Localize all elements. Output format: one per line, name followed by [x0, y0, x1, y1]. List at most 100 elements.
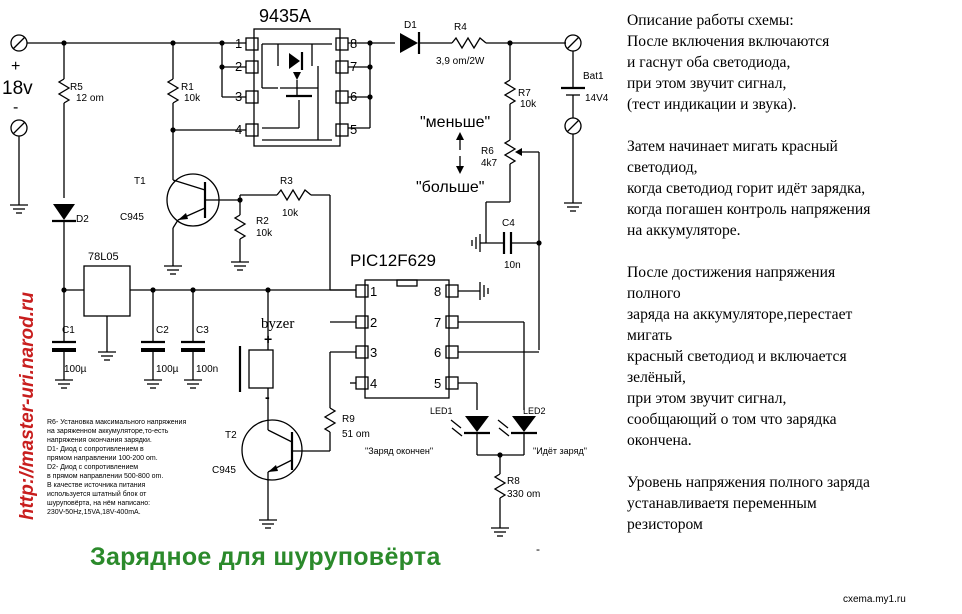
- supply-voltage-label: 18v: [2, 78, 33, 99]
- regulator-78l05: 78L05: [61, 251, 356, 361]
- c3-ref: C3: [196, 325, 209, 336]
- mcu-pin-3: 3: [370, 345, 377, 360]
- r5-ref: R5: [70, 82, 83, 93]
- mosfet-ic-9435a: 9435A 1 2 3 4 8 7 6 5: [219, 6, 395, 147]
- note-line: D2- Диод с сопротивлением: [47, 464, 138, 471]
- description-line: резистором: [627, 516, 703, 533]
- mcu-pin-1: 1: [370, 284, 377, 299]
- mosfet-pin-4: 4: [235, 122, 242, 137]
- r7-value: 10k: [520, 99, 537, 110]
- description-line: и гаснут оба светодиода,: [627, 54, 791, 71]
- r3-ref: R3: [280, 176, 293, 187]
- note-line: используется штатный блок от: [47, 490, 147, 498]
- more-label: "больше": [416, 179, 484, 196]
- description-paragraph: После достижения напряжения полного заря…: [627, 262, 957, 451]
- description-line: полного: [627, 285, 681, 302]
- description-line: окончена.: [627, 432, 692, 449]
- r1-ref: R1: [181, 82, 194, 93]
- c1-ref: C1: [62, 325, 75, 336]
- supply-plus-sign: +: [11, 58, 20, 75]
- capacitor-c3: C3 100n: [181, 290, 218, 389]
- diode-d2: D2: [52, 204, 89, 290]
- r1-value: 10k: [184, 93, 201, 104]
- r6-value: 4k7: [481, 158, 498, 169]
- bat-value: 14V4: [585, 93, 609, 104]
- mosfet-pin-1: 1: [235, 36, 242, 51]
- t2-type: C945: [212, 465, 236, 476]
- description-line: заряда на аккумуляторе,перестает: [627, 306, 853, 323]
- r8-value: 330 om: [507, 489, 540, 500]
- r6-ref: R6: [481, 146, 494, 157]
- battery-bat1: Bat1 14V4: [561, 34, 609, 212]
- mcu-pin-5: 5: [434, 376, 441, 391]
- mosfet-pin-5: 5: [350, 122, 357, 137]
- description-line: После включения включаются: [627, 33, 830, 50]
- r7-ref: R7: [518, 88, 531, 99]
- r5-value: 12 om: [76, 93, 104, 104]
- description-line: Описание работы схемы:: [627, 12, 794, 29]
- potentiometer-r6: R6 4k7 "меньше" "больше": [416, 114, 542, 350]
- description-line: при этом звучит сигнал,: [627, 390, 787, 407]
- top-rail: [27, 40, 246, 46]
- description-line: Затем начинает мигать красный: [627, 138, 838, 155]
- description-line: (тест индикации и звука).: [627, 96, 797, 113]
- description-line: красный светодиод и включается: [627, 348, 847, 365]
- r9-value: 51 om: [342, 429, 370, 440]
- buzzer: byzer + -: [238, 287, 294, 422]
- regulator-body: [83, 265, 131, 317]
- t1-ref: T1: [134, 176, 146, 187]
- description-line: сообщающий о том что зарядка: [627, 411, 837, 428]
- note-line: R6- Установка максимального напряжения: [47, 419, 186, 426]
- description-line: светодиод,: [627, 159, 698, 176]
- r8-ref: R8: [507, 476, 520, 487]
- note-line: прямом направлении 100-200 om.: [47, 455, 158, 462]
- less-label: "меньше": [420, 114, 490, 131]
- c3-value: 100n: [196, 364, 218, 375]
- note-line: напряжения окончания зарядки.: [47, 437, 152, 444]
- description-line: когда светодиод горит идёт зарядка,: [627, 180, 866, 197]
- note-line: 230V-50Hz,15VA,18V-400mA.: [47, 509, 141, 516]
- r2-ref: R2: [256, 216, 269, 227]
- description-line: при этом звучит сигнал,: [627, 75, 787, 92]
- c1-value: 100µ: [64, 364, 87, 375]
- capacitor-c4: C4 10n: [471, 218, 539, 271]
- resistor-r8: R8 330 om: [477, 452, 540, 537]
- r2-value: 10k: [256, 228, 273, 239]
- mcu-pin-6: 6: [434, 345, 441, 360]
- led1-caption: "Заряд окончен": [365, 446, 433, 456]
- capacitor-c2: C2 100µ: [141, 290, 179, 389]
- note-line: шуруповёрта, на нём написано:: [47, 500, 150, 507]
- t1-type: C945: [120, 212, 144, 223]
- diode-d1: D1: [400, 20, 452, 54]
- supply-input: + 18v -: [2, 34, 33, 214]
- d1-ref: D1: [404, 20, 417, 31]
- buzzer-minus-sign: -: [265, 389, 270, 405]
- note-line: В качестве источника питания: [47, 482, 146, 489]
- d2-ref: D2: [76, 214, 89, 225]
- capacitor-c1: C1 100µ: [52, 290, 87, 389]
- note-line: D1- Диод с сопротивлением в: [47, 446, 144, 453]
- mosfet-ic-body: [253, 28, 341, 147]
- mcu-pin-7: 7: [434, 315, 441, 330]
- resistor-r3: R3 10k: [276, 176, 356, 291]
- led1-ref: LED1: [430, 406, 453, 416]
- buzzer-body: [248, 349, 274, 389]
- description-line: когда погашен контроль напряжения: [627, 201, 871, 218]
- regulator-label: 78L05: [88, 251, 119, 263]
- c2-value: 100µ: [156, 364, 179, 375]
- notes-block: R6- Установка максимального напряжения н…: [47, 419, 186, 516]
- resistor-r2: R2 10k: [231, 197, 273, 271]
- resistor-r7: R7 10k: [503, 43, 537, 140]
- description-paragraph: Описание работы схемы: После включения в…: [627, 10, 957, 115]
- bat-ref: Bat1: [583, 71, 604, 82]
- mosfet-ic-label: 9435A: [259, 6, 311, 26]
- transistor-t1: T1 C945: [120, 160, 277, 275]
- r4-value: 3,9 om/2W: [436, 56, 485, 67]
- resistor-r5: R5 12 om: [57, 43, 104, 198]
- side-url: http://master-uri.narod.ru: [17, 292, 38, 520]
- c2-ref: C2: [156, 325, 169, 336]
- t2-ref: T2: [225, 430, 237, 441]
- description-line: После достижения напряжения: [627, 264, 836, 281]
- transistor-t2: T2 C945: [212, 419, 330, 529]
